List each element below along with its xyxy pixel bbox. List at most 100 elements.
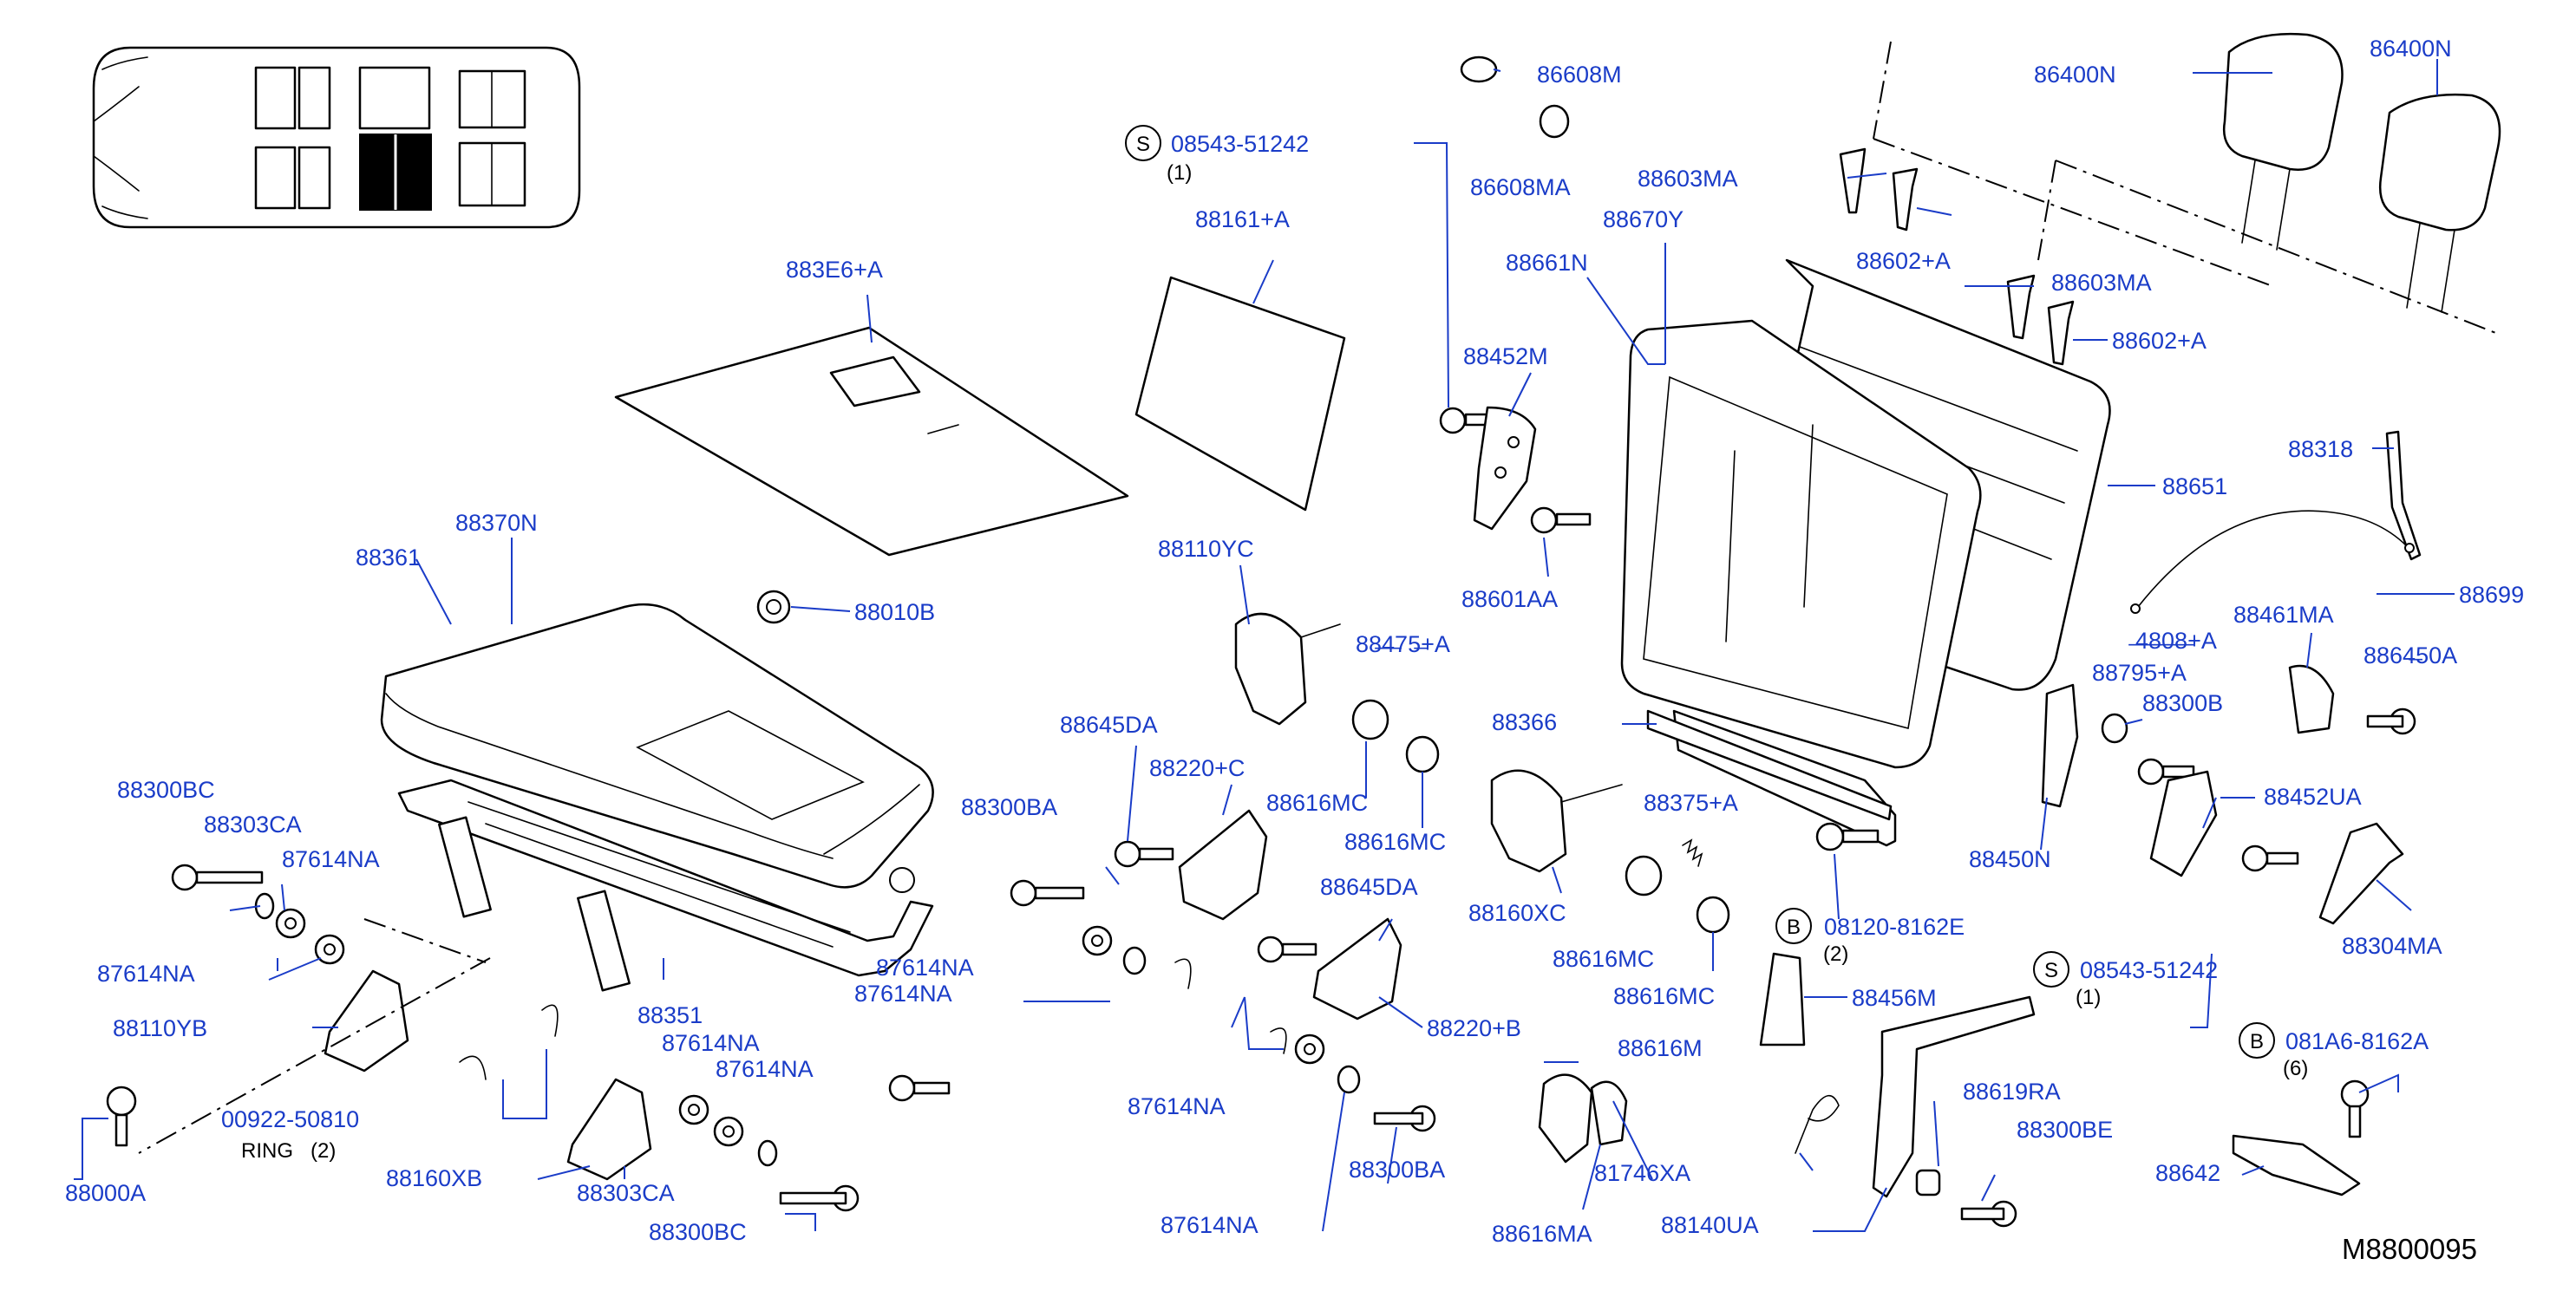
plate-88642 (2232, 1134, 2361, 1196)
label-88616MC-d[interactable]: 88616MC (1613, 983, 1715, 1009)
cable-88699 (2130, 510, 2415, 614)
label-88670Y[interactable]: 88670Y (1603, 206, 1684, 232)
bolt-88645DA-a (1114, 840, 1174, 868)
nut-87614NA-e (1082, 925, 1113, 956)
label-partial-3[interactable]: 88795+A (2092, 660, 2187, 686)
label-87614NA-h[interactable]: 87614NA (1161, 1212, 1259, 1238)
label-081A6[interactable]: 081A6-8162A (2285, 1028, 2429, 1054)
washer-87614NA-i (1337, 1065, 1361, 1094)
hinge-88160XC (1490, 769, 1623, 873)
spring-88375A (1682, 838, 1703, 867)
label-88220B[interactable]: 88220+B (1427, 1015, 1521, 1041)
label-88303CA-b[interactable]: 88303CA (577, 1180, 675, 1206)
label-88161A[interactable]: 88161+A (1195, 206, 1290, 232)
label-87614NA-g[interactable]: 87614NA (1128, 1093, 1226, 1119)
part-labels: 86608M 86608MA 86400N 86400N 88603MA 886… (65, 36, 2524, 1247)
label-88645DA-a[interactable]: 88645DA (1060, 712, 1158, 738)
label-88300BA-b[interactable]: 88300BA (1349, 1157, 1445, 1183)
label-88616MC-a[interactable]: 88616MC (1266, 790, 1368, 816)
label-88366[interactable]: 88366 (1492, 709, 1557, 735)
label-88616MC-c[interactable]: 88616MC (1553, 946, 1654, 972)
label-86608MA[interactable]: 86608MA (1470, 174, 1571, 200)
bolt-88300BC-b (779, 1184, 860, 1212)
label-88160XC[interactable]: 88160XC (1468, 900, 1566, 926)
label-88300B[interactable]: 88300B (2142, 690, 2223, 716)
label-88110YB[interactable]: 88110YB (113, 1015, 207, 1041)
label-88370N[interactable]: 88370N (455, 510, 538, 536)
ring-00922 (459, 1004, 559, 1080)
label-88642[interactable]: 88642 (2155, 1160, 2220, 1186)
label-88602A-b[interactable]: 88602+A (2112, 328, 2207, 354)
label-88699[interactable]: 88699 (2459, 582, 2524, 608)
label-88010B[interactable]: 88010B (854, 599, 935, 625)
label-88303CA-a[interactable]: 88303CA (204, 812, 302, 838)
lever-88140UA (1872, 995, 2036, 1198)
label-88300BC-a[interactable]: 88300BC (117, 777, 215, 803)
label-87614NA-f[interactable]: 87614NA (716, 1056, 814, 1082)
label-88300BC-b[interactable]: 88300BC (649, 1219, 747, 1245)
symbol-B-081A6-icon: B (2239, 1022, 2275, 1059)
label-08543-mid[interactable]: 08543-51242 (2080, 957, 2218, 983)
label-88461MA[interactable]: 88461MA (2233, 602, 2334, 628)
symbol-S-top-icon: S (1125, 125, 1161, 161)
label-88110YC[interactable]: 88110YC (1158, 536, 1254, 562)
label-88601AA[interactable]: 88601AA (1461, 586, 1558, 612)
lever-88304MA (2318, 822, 2404, 925)
trim-88616MA (1590, 1080, 1628, 1146)
guide-88602A-a (1892, 167, 1919, 231)
label-88452UA[interactable]: 88452UA (2264, 784, 2362, 810)
label-87614NA-d[interactable]: 87614NA (97, 961, 195, 987)
label-88318[interactable]: 88318 (2288, 436, 2353, 462)
label-ring-qty: (2) (311, 1139, 336, 1163)
label-88452M[interactable]: 88452M (1463, 343, 1548, 369)
label-87614NA-b[interactable]: 87614NA (876, 955, 974, 981)
label-88160XB[interactable]: 88160XB (386, 1165, 482, 1191)
label-00922[interactable]: 00922-50810 (221, 1106, 359, 1132)
label-88220C[interactable]: 88220+C (1149, 755, 1245, 781)
label-86400N-a[interactable]: 86400N (2034, 62, 2116, 88)
label-partial-4[interactable]: 8864̶50A (2364, 642, 2457, 668)
hinge-88110YC (1234, 612, 1341, 726)
label-87614NA-e[interactable]: 87614NA (662, 1030, 760, 1056)
seat-cushion-assembly (380, 603, 934, 992)
label-88616MA[interactable]: 88616MA (1492, 1221, 1592, 1247)
bracket-88450N (2041, 683, 2079, 808)
label-88361[interactable]: 88361 (356, 544, 421, 571)
bolt-center (888, 1074, 951, 1102)
label-88304MA[interactable]: 88304MA (2342, 933, 2442, 959)
label-88300BA-a[interactable]: 88300BA (961, 794, 1057, 820)
symbol-S-mid-icon: S (2033, 951, 2069, 988)
label-86400N-b[interactable]: 86400N (2370, 36, 2452, 62)
label-88456M[interactable]: 88456M (1852, 985, 1937, 1011)
label-87614NA-c[interactable]: 87614NA (854, 981, 952, 1007)
label-88619RA[interactable]: 88619RA (1963, 1079, 2061, 1105)
label-88603MA-b[interactable]: 88603MA (2051, 270, 2152, 296)
label-88602A-a[interactable]: 88602+A (1856, 248, 1951, 274)
label-partial-2[interactable]: ̶4̶8̶0̶8̶+A (2128, 628, 2217, 654)
label-88140UA[interactable]: 88140UA (1661, 1212, 1759, 1238)
label-81746XA[interactable]: 81746XA (1594, 1160, 1690, 1186)
label-ring: RING (241, 1139, 293, 1163)
label-87614NA-a[interactable]: 87614NA (282, 846, 380, 872)
label-88616MC-b[interactable]: 88616MC (1344, 829, 1446, 855)
label-08120[interactable]: 08120-8162E (1824, 914, 1965, 940)
symbol-B-08120-icon: B (1775, 908, 1812, 944)
label-883E6A[interactable]: 883E6+A (786, 257, 883, 283)
label-88375A[interactable]: 88375+A (1644, 790, 1738, 816)
bracket-88220B (1312, 917, 1402, 1020)
headrest-86400N-a (2222, 32, 2344, 251)
label-partial-1[interactable]: 88̶4̶75̶+A (1356, 631, 1450, 657)
label-88651[interactable]: 88651 (2162, 473, 2227, 499)
label-88603MA-a[interactable]: 88603MA (1638, 166, 1738, 192)
label-88300BE[interactable]: 88300BE (2017, 1117, 2113, 1143)
label-88000A[interactable]: 88000A (65, 1180, 146, 1206)
label-88616M[interactable]: 88616M (1618, 1035, 1703, 1061)
label-08543-top[interactable]: 08543-51242 (1171, 131, 1309, 157)
label-88645DA-b[interactable]: 88645DA (1320, 874, 1418, 900)
label-08120-qty: (2) (1823, 942, 1848, 966)
label-88351[interactable]: 88351 (637, 1002, 703, 1028)
bolt-88300BE (1960, 1200, 2017, 1228)
label-88450N[interactable]: 88450N (1969, 846, 2051, 872)
label-86608M[interactable]: 86608M (1537, 62, 1622, 88)
label-88661N[interactable]: 88661N (1506, 250, 1588, 276)
